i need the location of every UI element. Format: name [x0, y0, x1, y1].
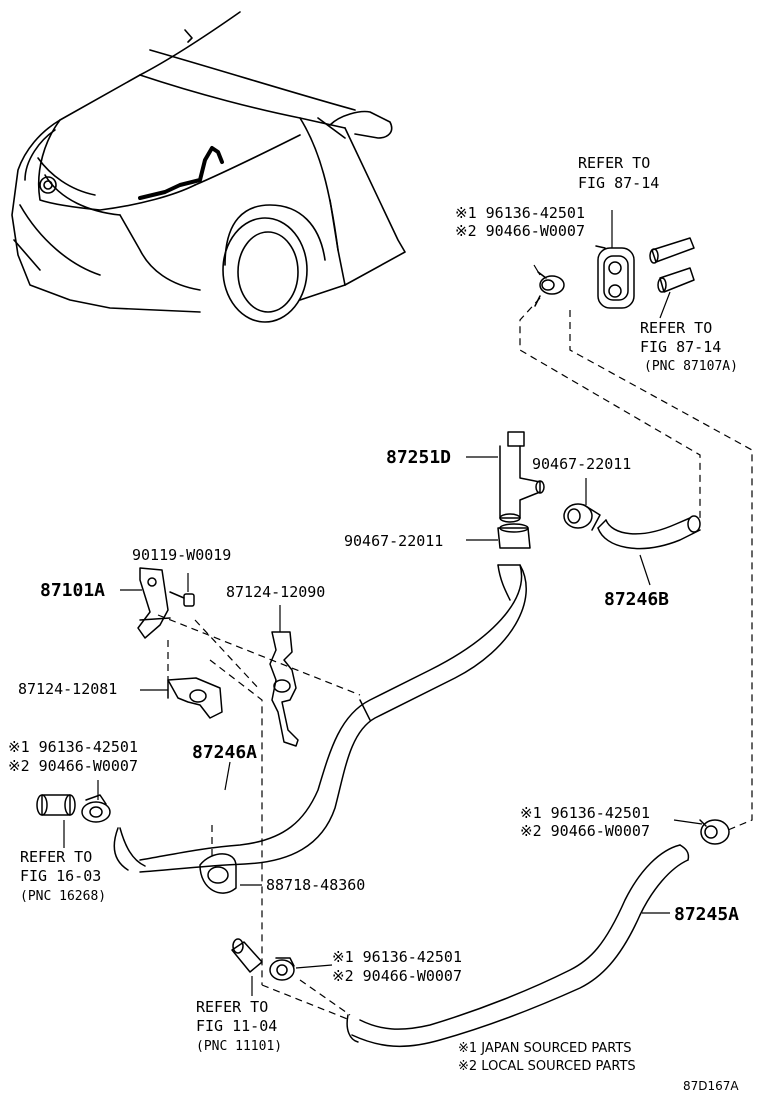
part-87124-12081: 87124-12081 — [18, 680, 117, 698]
bolt-90119 — [169, 591, 195, 607]
clamp-bottom-label2: ※2 90466-W0007 — [332, 967, 462, 985]
clamp-right-label1: ※1 96136-42501 — [520, 804, 650, 822]
washer-hose-on-vehicle — [138, 146, 224, 200]
part-87246b: 87246B — [604, 589, 669, 610]
part-90119: 90119-W0019 — [132, 546, 231, 564]
clamp-left-label2: ※2 90466-W0007 — [8, 757, 138, 775]
refer-left-line2: FIG 16-03 — [20, 867, 101, 885]
hose-87245a — [346, 844, 690, 1048]
clamp-left-label1: ※1 96136-42501 — [8, 738, 138, 756]
part-drawings — [36, 237, 730, 1048]
pipe-stubs-top-right — [649, 237, 695, 293]
part-labels: REFER TO FIG 87-14 ※1 96136-42501 ※2 904… — [8, 154, 739, 1054]
vehicle-illustration — [11, 11, 406, 323]
legend: ※1 JAPAN SOURCED PARTS ※2 LOCAL SOURCED … — [458, 1041, 636, 1074]
part-87124-12090: 87124-12090 — [226, 583, 325, 601]
refer-bottom-line2: FIG 11-04 — [196, 1017, 277, 1035]
t-joint-87251d — [499, 431, 545, 523]
part-87251d: 87251D — [386, 447, 451, 468]
refer-left-line1: REFER TO — [20, 848, 92, 866]
clamp-90467-upper — [563, 503, 601, 531]
part-90467-lower: 90467-22011 — [344, 532, 443, 550]
clamp-top — [534, 271, 565, 307]
part-90467-upper: 90467-22011 — [532, 455, 631, 473]
bracket-87101a — [137, 567, 171, 639]
clamp-top-label1: ※1 96136-42501 — [455, 204, 585, 222]
refer-right-line3: (PNC 87107A) — [644, 359, 738, 374]
clamp-left — [81, 794, 111, 823]
refer-bottom-line3: (PNC 11101) — [196, 1039, 282, 1054]
clamp-bottom — [269, 957, 295, 981]
refer-right-line2: FIG 87-14 — [640, 338, 721, 356]
clamp-bottom-label1: ※1 96136-42501 — [332, 948, 462, 966]
clamp-87124-12090 — [269, 631, 299, 747]
pipe-stub-left — [36, 794, 76, 816]
refer-top-line1: REFER TO — [578, 154, 650, 172]
refer-bottom-line1: REFER TO — [196, 998, 268, 1016]
clamp-right — [699, 819, 730, 845]
legend-japan: ※1 JAPAN SOURCED PARTS — [458, 1041, 632, 1056]
clamp-88718 — [199, 853, 237, 894]
part-88718: 88718-48360 — [266, 876, 365, 894]
grommet-top — [595, 245, 635, 309]
hose-87246b — [597, 515, 701, 550]
refer-left-line3: (PNC 16268) — [20, 889, 106, 904]
part-87246a: 87246A — [192, 742, 257, 763]
part-87101a: 87101A — [40, 580, 105, 601]
hose-87246a — [113, 564, 527, 873]
leader-lines — [157, 297, 753, 1021]
clamp-90467-lower — [497, 523, 531, 549]
refer-top-line2: FIG 87-14 — [578, 174, 659, 192]
legend-local: ※2 LOCAL SOURCED PARTS — [458, 1059, 636, 1074]
pipe-stub-bottom — [231, 938, 263, 973]
clamp-right-label2: ※2 90466-W0007 — [520, 822, 650, 840]
diagram-id: 87D167A — [683, 1079, 739, 1093]
clamp-87124-12081 — [167, 677, 223, 719]
part-87245a: 87245A — [674, 904, 739, 925]
refer-right-line1: REFER TO — [640, 319, 712, 337]
label-leaders — [63, 210, 703, 996]
clamp-top-label2: ※2 90466-W0007 — [455, 222, 585, 240]
